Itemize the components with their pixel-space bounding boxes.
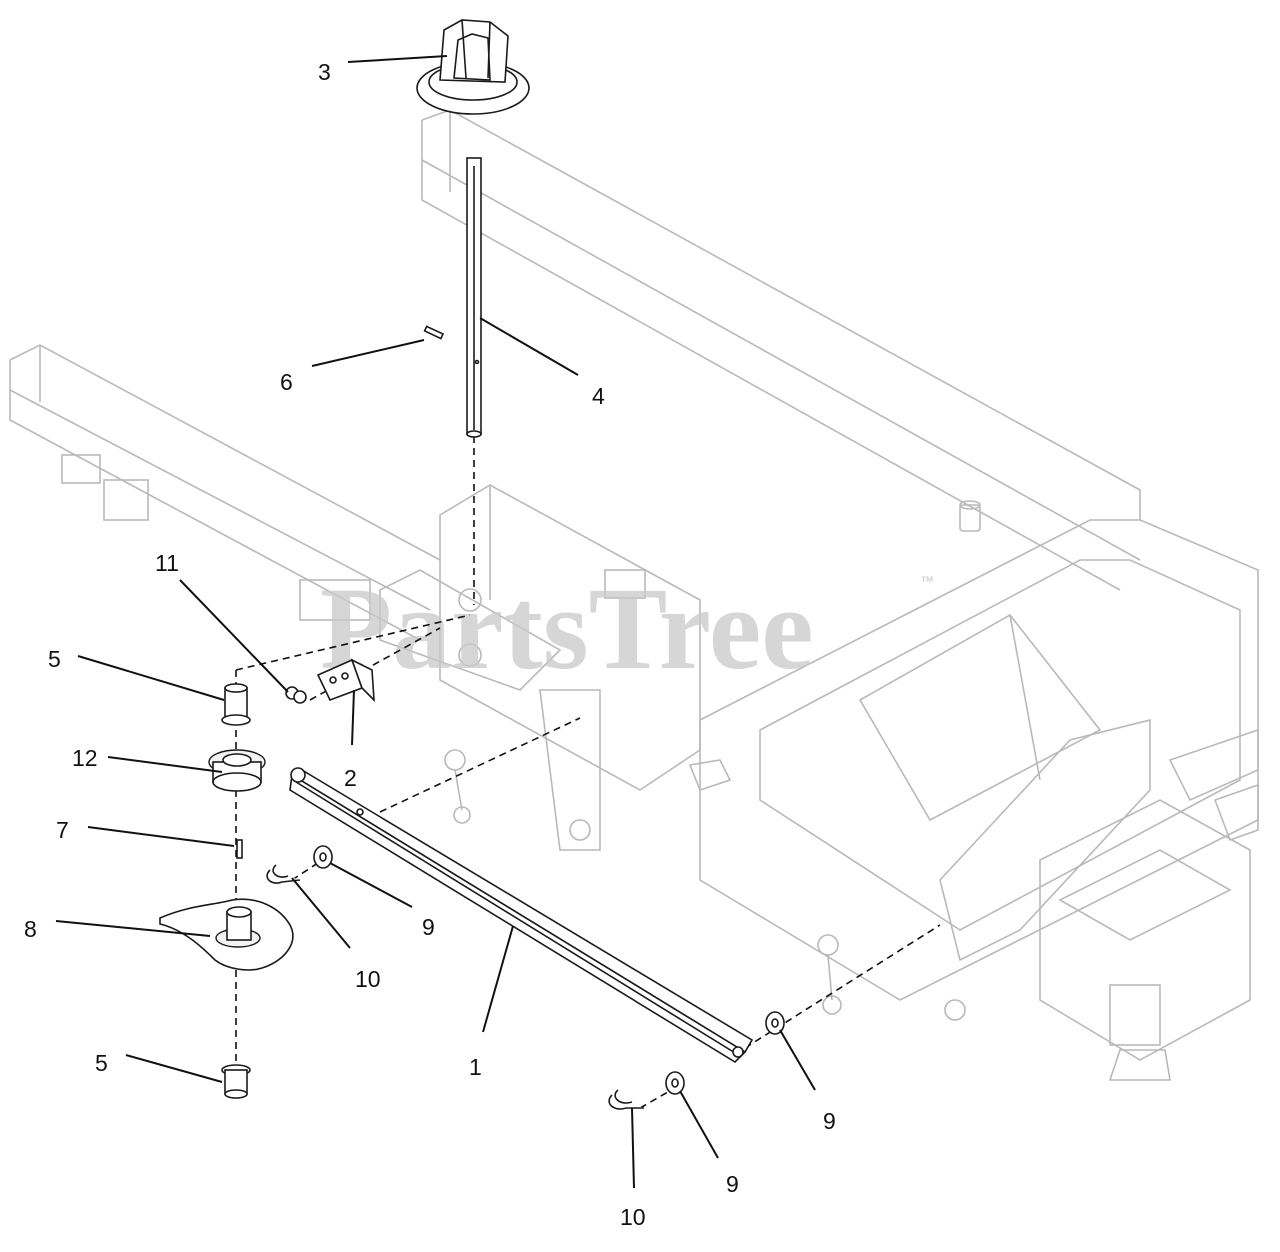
gear-key [236,839,243,859]
watermark-trademark: ™ [920,573,934,589]
hairpin-upper [266,864,301,884]
callout-12: 12 [72,745,98,771]
front-linkage-left [444,749,471,824]
callout-5-lower: 5 [95,1050,108,1076]
callout-labels: 3 4 6 11 5 2 12 7 8 9 10 5 1 9 9 10 [24,59,836,1230]
front-linkage-right [817,934,842,1015]
callout-1: 1 [469,1054,482,1080]
washer-upper [313,845,333,869]
bushing-upper [221,683,251,726]
frame-bolt [959,500,981,532]
callout-10-lower: 10 [620,1204,646,1230]
hairpin-clip [285,686,307,704]
callout-8: 8 [24,916,37,942]
sector-plate [159,898,294,971]
leader-lines [55,55,816,1189]
assembly-lines [235,436,941,1109]
callout-9-lower: 9 [726,1171,739,1197]
washer-lower [665,1071,685,1095]
callout-4: 4 [592,383,605,409]
callout-10-upper: 10 [355,966,381,992]
callout-9-upper: 9 [422,914,435,940]
callout-6: 6 [280,369,293,395]
callout-9-right: 9 [823,1108,836,1134]
callout-2: 2 [344,765,357,791]
bushing-lower [221,1064,251,1099]
callout-11: 11 [155,550,179,576]
link-bar [289,767,754,1064]
callout-3: 3 [318,59,331,85]
hairpin-lower [608,1089,644,1110]
adjust-rod [466,157,482,438]
callout-7: 7 [56,817,69,843]
roll-pin [423,325,445,340]
callout-5-upper: 5 [48,646,61,672]
washer-right [765,1011,785,1035]
clip-bracket [316,658,375,703]
watermark: PartsTree [320,563,814,694]
mower-frame [9,109,1259,1081]
pinion-gear [208,749,266,792]
height-adjust-knob [416,19,530,115]
